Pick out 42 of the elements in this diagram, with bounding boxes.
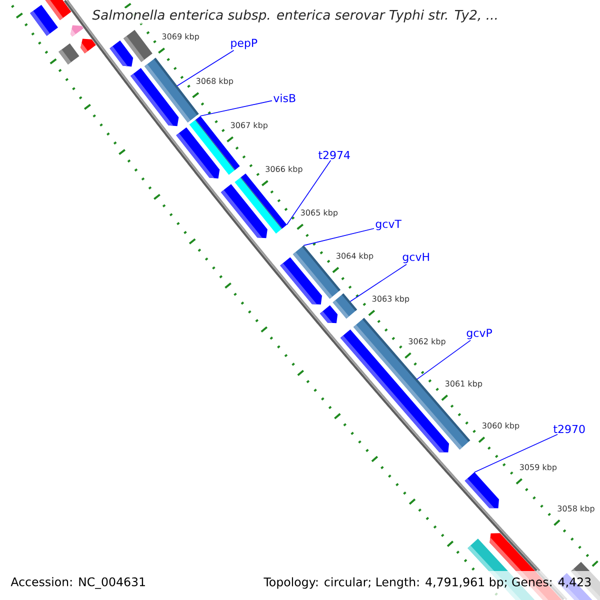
leader-line xyxy=(200,100,272,116)
gene-block xyxy=(464,472,499,508)
gene-block xyxy=(80,38,96,54)
gene-block xyxy=(280,257,322,305)
footer-text: Topology: circular; Length: 4,791,961 bp; Genes: 4,423 xyxy=(264,577,591,589)
tick-label: 3063 kbp xyxy=(372,296,410,304)
gene-block xyxy=(110,40,134,67)
leader-line xyxy=(303,228,374,246)
tick-label: 3068 kbp xyxy=(196,78,234,86)
gene-block xyxy=(320,305,338,324)
tick-label: 3062 kbp xyxy=(408,338,446,346)
gene-label: t2974 xyxy=(318,150,350,160)
gene-label: gcvH xyxy=(402,252,429,264)
gene-block xyxy=(234,173,287,234)
leader-line xyxy=(416,340,471,380)
leader-line xyxy=(176,50,234,86)
title: Salmonella enterica subsp. enterica serovar Typhi str. Ty2, ... xyxy=(90,8,500,24)
gene-label: gcvT xyxy=(376,220,402,230)
gene-block xyxy=(30,4,58,36)
tick-label: 3066 kbp xyxy=(266,166,302,174)
gene-label: t2970 xyxy=(554,424,585,434)
tick-label: 3060 kbp xyxy=(482,422,520,430)
tick-label: 3069 kbp xyxy=(162,33,199,41)
leader-line xyxy=(474,434,558,473)
gene-block xyxy=(130,68,179,126)
gene-label: gcvP xyxy=(466,328,492,340)
footer-text: Accession: NC_004631 xyxy=(10,577,145,589)
tick-label: 3067 kbp xyxy=(230,122,268,130)
gene-block xyxy=(557,572,592,600)
tick-label: 3065 kbp xyxy=(300,209,338,218)
gene-label: visB xyxy=(274,94,296,102)
tick-label: 3059 kbp xyxy=(520,464,557,472)
tick-label: 3064 kbp xyxy=(336,252,374,260)
gene-block xyxy=(70,25,84,37)
gene-block xyxy=(220,184,268,238)
gene-label: pepP xyxy=(231,38,258,50)
leader-line xyxy=(286,160,332,226)
tick-label: 3061 kbp xyxy=(445,380,482,388)
gene-block xyxy=(58,43,80,64)
leader-line xyxy=(350,264,407,302)
gene-block xyxy=(176,127,220,178)
tick-label: 3058 kbp xyxy=(558,505,594,514)
